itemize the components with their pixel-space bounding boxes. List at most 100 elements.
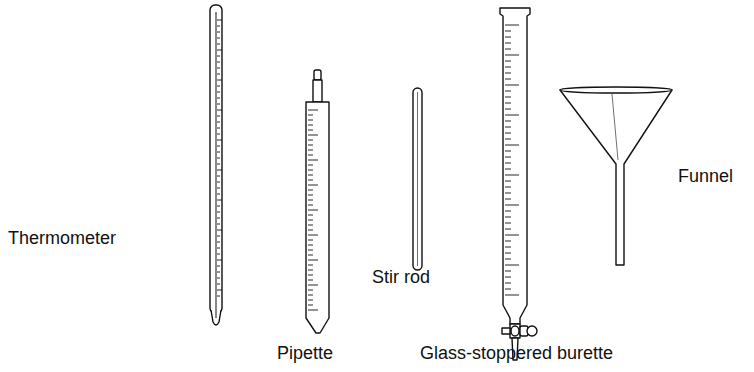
scale-tick — [505, 271, 511, 272]
scale-tick — [217, 128, 220, 129]
scale-tick — [217, 290, 222, 291]
scale-tick — [505, 193, 511, 194]
scale-tick — [217, 98, 220, 99]
funnel-drawing — [560, 87, 672, 265]
scale-tick — [505, 49, 511, 50]
scale-tick — [217, 200, 222, 201]
scale-tick — [217, 56, 220, 57]
scale-tick — [505, 61, 511, 62]
instrument-label: Pipette — [277, 343, 333, 365]
scale-tick — [308, 140, 313, 141]
scale-tick — [308, 160, 318, 161]
scale-tick — [308, 245, 313, 246]
scale-tick — [308, 155, 313, 156]
scale-tick — [308, 135, 318, 136]
scale-tick — [505, 115, 519, 116]
scale-tick — [505, 265, 519, 266]
scale-tick — [505, 163, 511, 164]
scale-tick — [217, 296, 220, 297]
scale-tick — [217, 164, 220, 165]
scale-tick — [217, 158, 220, 159]
scale-tick — [217, 74, 220, 75]
scale-tick — [308, 305, 313, 306]
scale-tick — [308, 295, 313, 296]
scale-tick — [217, 62, 220, 63]
scale-tick — [505, 229, 511, 230]
scale-tick — [308, 110, 318, 111]
scale-tick — [217, 260, 222, 261]
scale-tick — [308, 145, 313, 146]
scale-tick — [217, 176, 220, 177]
scale-tick — [308, 270, 313, 271]
scale-tick — [505, 283, 511, 284]
scale-tick — [505, 205, 519, 206]
scale-tick — [308, 120, 313, 121]
scale-tick — [505, 277, 511, 278]
scale-tick — [505, 55, 519, 56]
scale-tick — [505, 235, 519, 236]
scale-tick — [505, 91, 511, 92]
scale-tick — [505, 181, 511, 182]
scale-tick — [217, 242, 220, 243]
scale-tick — [217, 278, 220, 279]
scale-tick — [308, 275, 313, 276]
scale-tick — [217, 32, 220, 33]
scale-tick — [217, 50, 222, 51]
scale-tick — [217, 104, 220, 105]
scale-tick — [217, 122, 220, 123]
burette-drawing — [500, 8, 537, 360]
scale-tick — [217, 44, 220, 45]
scale-tick — [505, 127, 511, 128]
scale-tick — [505, 187, 511, 188]
scale-tick — [505, 79, 511, 80]
pipette-drawing — [306, 70, 329, 333]
scale-tick — [308, 235, 318, 236]
scale-tick — [308, 200, 313, 201]
scale-tick — [308, 285, 318, 286]
scale-tick — [217, 254, 220, 255]
scale-tick — [505, 217, 511, 218]
scale-tick — [308, 225, 313, 226]
scale-tick — [217, 86, 220, 87]
scale-tick — [308, 220, 313, 221]
scale-tick — [308, 205, 313, 206]
scale-tick — [217, 248, 220, 249]
scale-tick — [505, 199, 511, 200]
scale-tick — [308, 215, 313, 216]
scale-tick — [505, 211, 511, 212]
scale-tick — [217, 20, 222, 21]
scale-tick — [308, 130, 313, 131]
scale-tick — [505, 85, 519, 86]
scale-tick — [217, 182, 220, 183]
scale-tick — [308, 230, 313, 231]
scale-tick — [505, 139, 511, 140]
scale-tick — [505, 97, 511, 98]
scale-tick — [308, 300, 313, 301]
scale-tick — [217, 152, 220, 153]
scale-tick — [505, 289, 511, 290]
scale-tick — [308, 255, 313, 256]
scale-tick — [505, 133, 511, 134]
scale-tick — [217, 284, 220, 285]
scale-tick — [505, 37, 511, 38]
scale-tick — [505, 145, 519, 146]
scale-tick — [505, 295, 519, 296]
scale-tick — [217, 92, 220, 93]
instrument-label: Glass-stoppered burette — [420, 343, 613, 365]
scale-tick — [505, 103, 511, 104]
scale-tick — [505, 73, 511, 74]
scale-tick — [308, 240, 313, 241]
scale-tick — [308, 195, 313, 196]
scale-tick — [217, 212, 220, 213]
scale-tick — [308, 290, 313, 291]
scale-tick — [308, 115, 313, 116]
scale-tick — [505, 121, 511, 122]
scale-tick — [308, 170, 313, 171]
scale-tick — [217, 38, 220, 39]
scale-tick — [505, 31, 511, 32]
scale-tick — [217, 266, 220, 267]
scale-tick — [217, 134, 220, 135]
scale-tick — [217, 146, 220, 147]
scale-tick — [505, 43, 511, 44]
